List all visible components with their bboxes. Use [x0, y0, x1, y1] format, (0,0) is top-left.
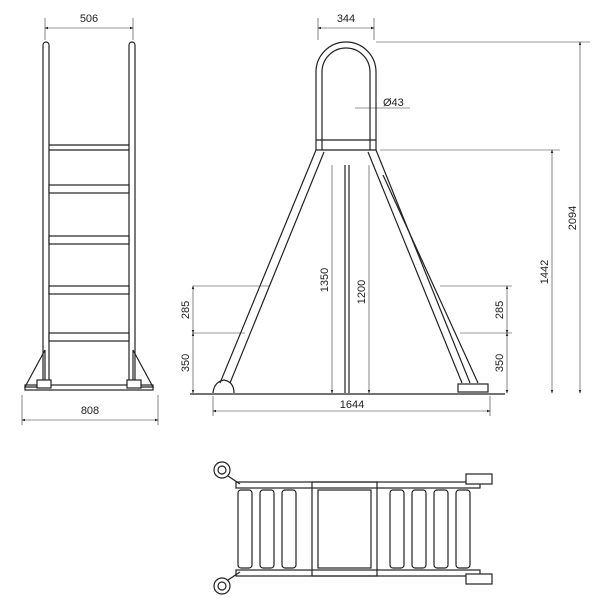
- dim-rail-height-outer: 1350: [319, 268, 331, 292]
- dim-total-height: 2094: [567, 206, 579, 230]
- dim-platform-height: 1442: [539, 260, 551, 284]
- dim-rail-height-inner: 1200: [356, 280, 368, 304]
- dim-front-top-width: 506: [80, 13, 98, 25]
- dim-front-base-width: 808: [81, 405, 99, 417]
- top-view: [213, 461, 493, 595]
- dim-first-step-right: 350: [494, 354, 506, 372]
- dim-handle-width: 344: [337, 13, 355, 25]
- dim-first-step-left: 350: [180, 354, 192, 372]
- front-view: 506 808: [21, 13, 159, 425]
- dim-tube-diameter: Ø43: [383, 97, 404, 109]
- dim-step-spacing-left: 285: [180, 301, 192, 319]
- side-view: 344 Ø43 2094 1442 1350 1200 285 350 285 …: [180, 13, 590, 416]
- dim-step-spacing-right: 285: [494, 301, 506, 319]
- dim-base-length: 1644: [340, 399, 364, 411]
